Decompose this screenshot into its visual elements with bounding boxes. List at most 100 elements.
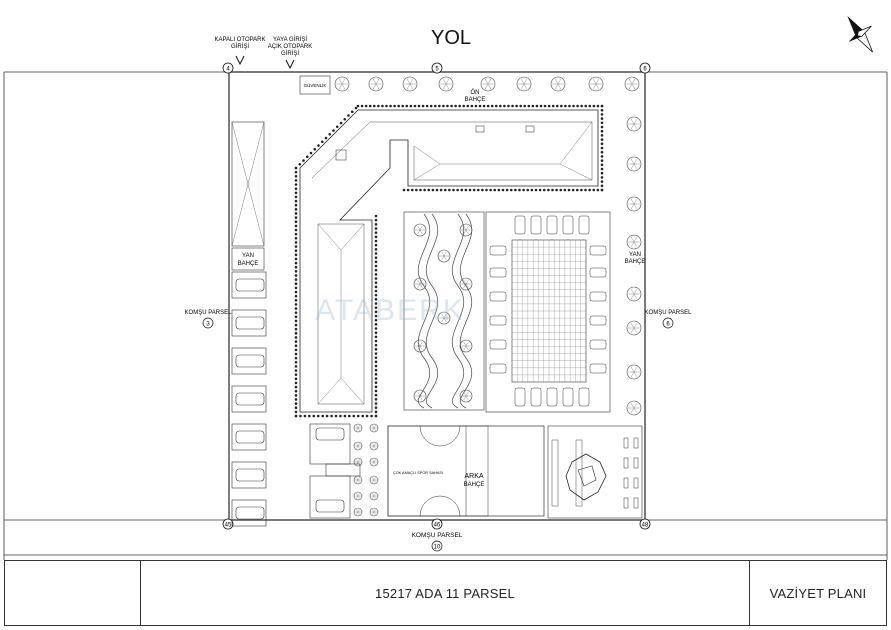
- parked-car-icon: [530, 215, 542, 235]
- parked-car-icon: [235, 354, 265, 368]
- tree-icon: [459, 339, 473, 353]
- closed-parking-arrow-icon: [235, 55, 245, 66]
- survey-point-46: 46: [431, 518, 443, 530]
- closed-parking-label: KAPALI OTOPARK: [214, 37, 265, 43]
- main-building: [299, 109, 599, 413]
- parked-car-icon: [589, 363, 607, 374]
- front-tree-row: [334, 76, 640, 92]
- parked-car-icon: [489, 363, 507, 374]
- parked-car-icon: [589, 267, 607, 278]
- drawing-title: VAZİYET PLANI: [769, 585, 867, 601]
- parking-ramp: [231, 121, 265, 247]
- bench-icon: [623, 437, 629, 449]
- parked-car-icon: [578, 387, 590, 407]
- parking-stall: [231, 423, 267, 451]
- parked-car-icon: [489, 291, 507, 302]
- tree-icon: [413, 389, 427, 403]
- parking-stall: [231, 309, 267, 337]
- parked-car-icon: [546, 387, 558, 407]
- bench-icon: [623, 477, 629, 489]
- pedestrian-label-2: AÇIK OTOPARK: [268, 44, 312, 50]
- svg-text:5: 5: [435, 67, 439, 73]
- title-block-left-cell: [5, 561, 141, 625]
- parked-car-icon: [578, 215, 590, 235]
- parked-car-icon: [514, 387, 526, 407]
- playground-figures: [623, 437, 639, 509]
- parked-car-icon: [589, 315, 607, 326]
- survey-point-6: 6: [639, 62, 651, 74]
- parked-car-icon: [489, 267, 507, 278]
- tree-icon: [459, 389, 473, 403]
- parked-car-icon: [589, 245, 607, 256]
- left-parking-stalls: [231, 271, 267, 527]
- side-garden-right-label: YAN: [629, 252, 641, 258]
- playground-equipment: [565, 453, 607, 501]
- tree-icon: [353, 457, 363, 467]
- parked-car-icon: [489, 245, 507, 256]
- neighbor-bottom-label: KOMŞU PARSEL: [412, 532, 463, 539]
- neighbor-bottom-number: 10: [434, 545, 441, 551]
- road-label: YOL: [431, 27, 471, 49]
- garden-trees: [413, 223, 473, 403]
- tree-icon: [369, 491, 379, 501]
- playground-area: [547, 425, 643, 519]
- tree-icon: [588, 76, 604, 92]
- parking-stall: [231, 461, 267, 489]
- parked-car-icon: [589, 339, 607, 350]
- parked-car-icon: [530, 387, 542, 407]
- parked-car-icon: [235, 316, 265, 330]
- front-garden-label-2: BAHÇE: [465, 97, 486, 103]
- central-garden: [403, 211, 485, 411]
- tree-icon: [369, 457, 379, 467]
- parked-car-icon: [562, 387, 574, 407]
- tree-icon: [480, 76, 496, 92]
- parked-car-icon: [489, 315, 507, 326]
- survey-point-48: 48: [639, 518, 651, 530]
- tree-icon: [626, 116, 642, 132]
- tree-icon: [624, 76, 640, 92]
- tree-icon: [369, 475, 379, 485]
- pedestrian-label: YAYA GİRİŞİ: [273, 36, 307, 43]
- svg-text:46: 46: [434, 523, 441, 529]
- neighbor-right-number: 6: [666, 322, 670, 328]
- sport-area-label: ÇOK AMAÇLI SPOR SAHASI: [393, 471, 443, 475]
- parking-stall: [231, 271, 267, 299]
- parked-car-icon: [589, 291, 607, 302]
- parking-stall: [231, 347, 267, 375]
- tree-icon: [626, 364, 642, 380]
- parked-car-icon: [514, 215, 526, 235]
- tree-icon: [369, 423, 379, 433]
- tree-icon: [413, 339, 427, 353]
- tree-icon: [413, 223, 427, 237]
- title-block: 15217 ADA 11 PARSEL VAZİYET PLANI: [4, 560, 887, 626]
- tree-icon: [353, 441, 363, 451]
- tree-icon: [353, 491, 363, 501]
- tree-icon: [369, 507, 379, 517]
- svg-text:4: 4: [226, 67, 230, 73]
- tree-icon: [550, 76, 566, 92]
- project-title: 15217 ADA 11 PARSEL: [141, 561, 750, 625]
- parked-car-icon: [489, 339, 507, 350]
- front-garden-label: ÖN: [471, 89, 480, 96]
- tree-icon: [626, 400, 642, 416]
- side-garden-left-box: [231, 247, 265, 271]
- tree-icon: [626, 156, 642, 172]
- back-parking: [309, 423, 361, 519]
- closed-parking-label-2: GİRİŞİ: [231, 43, 249, 50]
- side-garden-left-label-2: BAHÇE: [238, 261, 259, 267]
- survey-point-4: 4: [222, 62, 234, 74]
- tree-icon: [516, 76, 532, 92]
- bench-icon: [633, 477, 639, 489]
- tree-icon: [369, 441, 379, 451]
- open-parking-area: [485, 211, 611, 413]
- bench-icon: [633, 497, 639, 509]
- tree-icon: [459, 223, 473, 237]
- back-trees: [353, 423, 379, 517]
- survey-point-45: 45: [222, 518, 234, 530]
- tree-icon: [334, 76, 350, 92]
- tree-icon: [626, 234, 642, 250]
- tree-icon: [626, 320, 642, 336]
- pedestrian-arrow-icon: [285, 59, 295, 70]
- parked-car-icon: [235, 392, 265, 406]
- tree-icon: [437, 311, 451, 325]
